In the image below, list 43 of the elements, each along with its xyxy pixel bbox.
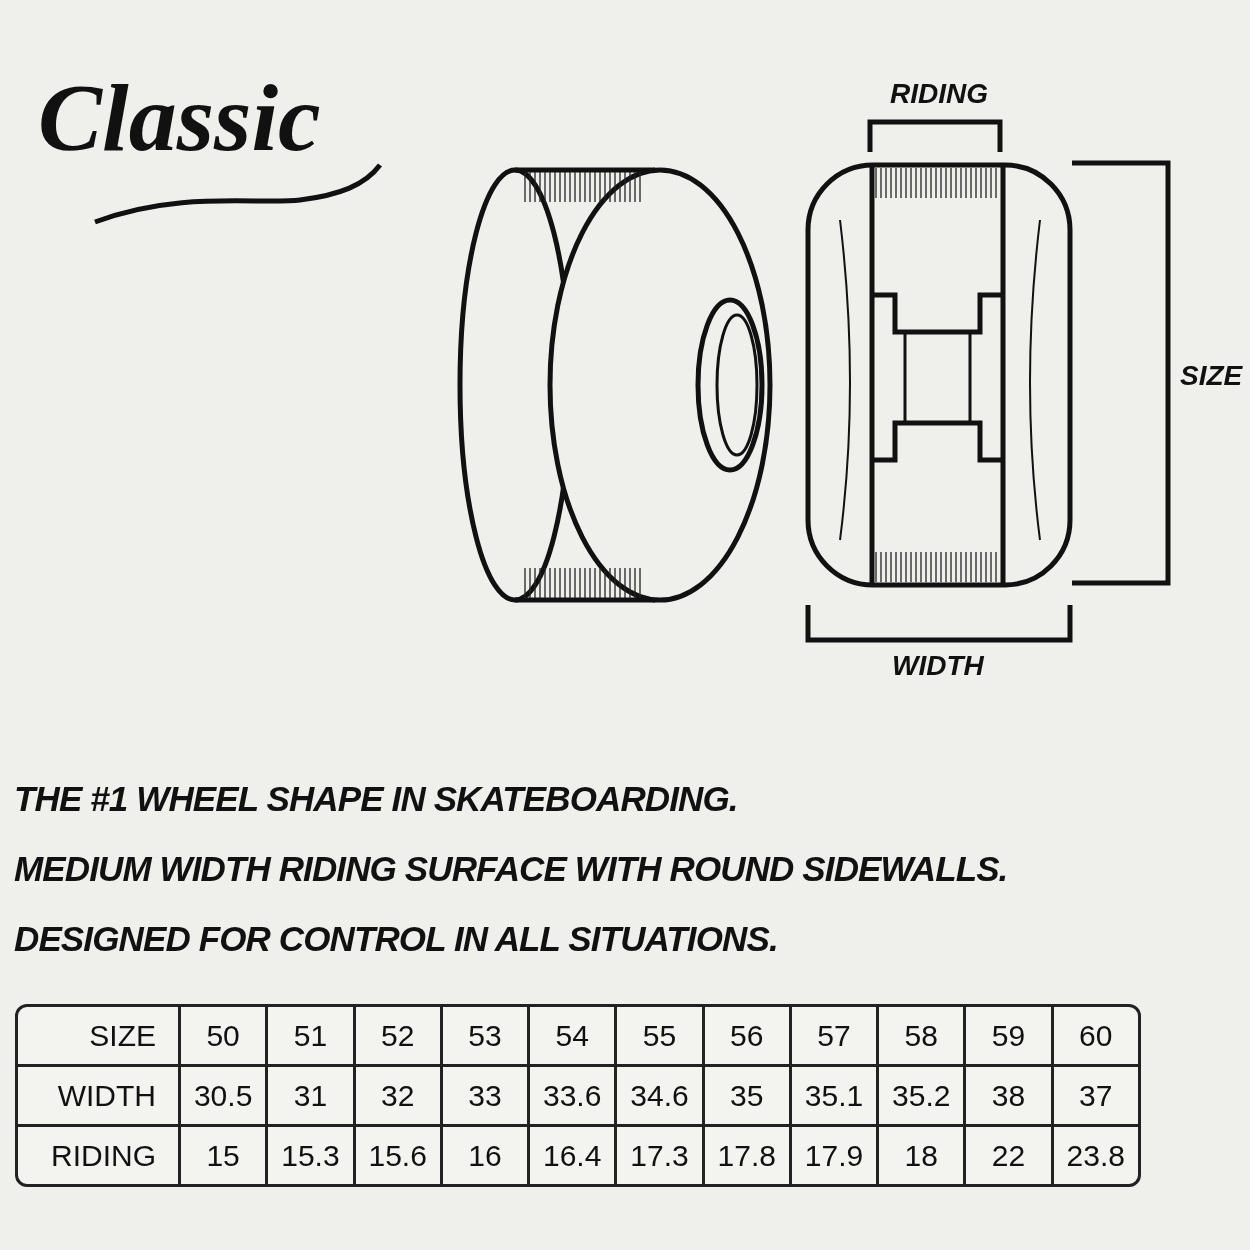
table-cell: 16 — [439, 1127, 528, 1184]
table-cell: 56 — [701, 1007, 789, 1064]
dimension-label: RIDING — [890, 80, 988, 108]
table-cell: 59 — [963, 1007, 1051, 1064]
dimension-label: SIZE — [1180, 362, 1243, 390]
table-cell: 17.9 — [788, 1127, 877, 1184]
table-cell: 35 — [701, 1067, 789, 1124]
table-cell: 53 — [439, 1007, 528, 1064]
table-cell: 18 — [876, 1127, 964, 1184]
table-cell: 17.3 — [614, 1127, 702, 1184]
dimension-label: WIDTH — [892, 652, 984, 680]
title: Classic — [38, 70, 321, 166]
table-cell: 51 — [265, 1007, 353, 1064]
table-cell: 32 — [352, 1067, 440, 1124]
description-text: DESIGNED FOR CONTROL IN ALL SITUATIONS. — [14, 918, 779, 960]
table-cell: 38 — [963, 1067, 1051, 1124]
table-cell: 17.8 — [701, 1127, 789, 1184]
table-cell: 52 — [352, 1007, 440, 1064]
table-cell: 15.6 — [352, 1127, 440, 1184]
description-text: THE #1 WHEEL SHAPE IN SKATEBOARDING. — [14, 778, 739, 820]
table-cell: 33 — [439, 1067, 528, 1124]
row-header-cell-text: SIZE — [88, 1018, 157, 1054]
table-cell: 16.4 — [527, 1127, 615, 1184]
row-header-cell-text: WIDTH — [56, 1078, 157, 1114]
table-cell: 23.8 — [1050, 1127, 1138, 1184]
table-cell: 15.3 — [265, 1127, 353, 1184]
table-cell: 57 — [788, 1007, 877, 1064]
table-cell: 54 — [527, 1007, 615, 1064]
table-cell: 60 — [1050, 1007, 1138, 1064]
table-cell: 15 — [178, 1127, 266, 1184]
table-cell: 33.6 — [527, 1067, 615, 1124]
table-cell: 34.6 — [614, 1067, 702, 1124]
table-cell: 35.2 — [876, 1067, 964, 1124]
table-cell: 37 — [1050, 1067, 1138, 1124]
table-cell: 30.5 — [178, 1067, 266, 1124]
table-cell: 22 — [963, 1127, 1051, 1184]
row-header-cell-text: RIDING — [50, 1138, 157, 1174]
table-cell: 58 — [876, 1007, 964, 1064]
table-cell: 50 — [178, 1007, 266, 1064]
description-text: MEDIUM WIDTH RIDING SURFACE WITH ROUND SIDEWALLS. — [14, 848, 1008, 890]
table-cell: 31 — [265, 1067, 353, 1124]
table-cell: 35.1 — [788, 1067, 877, 1124]
table-cell: 55 — [614, 1007, 702, 1064]
